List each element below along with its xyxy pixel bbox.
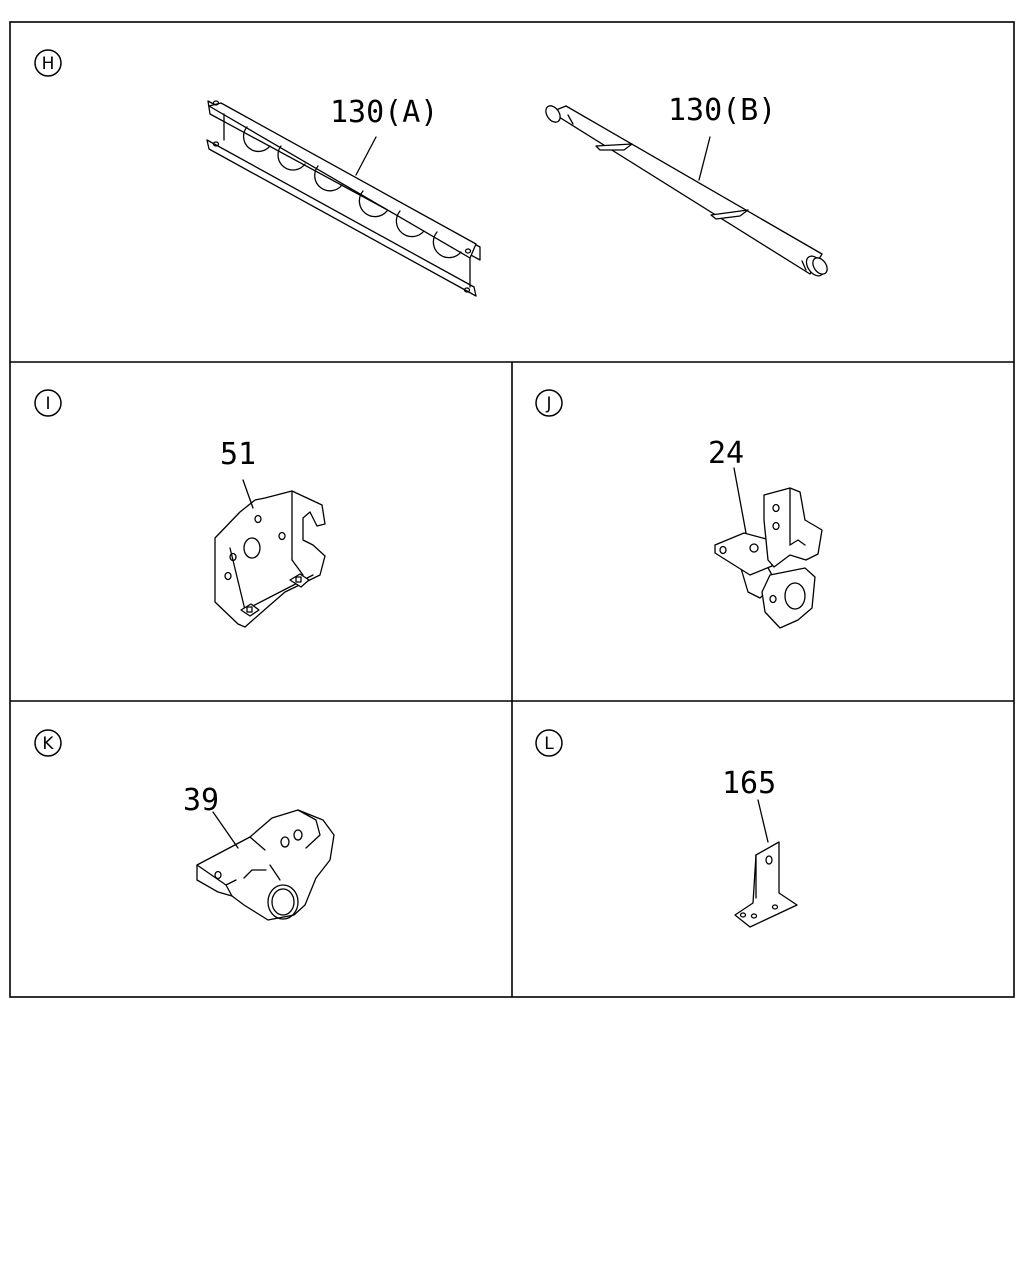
diagram-frame (9, 21, 1015, 998)
svg-text:I: I (45, 394, 50, 414)
svg-text:K: K (42, 734, 54, 754)
panel-i-marker: I (34, 389, 62, 417)
panel-k: K 39 (34, 729, 335, 921)
part-39-label: 39 (183, 783, 219, 818)
part-24-label: 24 (708, 436, 744, 471)
panel-k-marker: K (34, 729, 62, 757)
svg-text:J: J (545, 394, 551, 414)
panel-h: H 130(A) (34, 49, 828, 297)
part-130b-drawing (545, 105, 828, 277)
part-39-drawing (196, 809, 335, 921)
panel-h-marker: H (34, 49, 62, 77)
svg-text:H: H (42, 54, 55, 74)
panel-j: J 24 (535, 389, 823, 629)
part-165-drawing (734, 799, 798, 928)
part-165-label: 165 (722, 766, 776, 801)
part-130a-label: 130(A) (330, 95, 438, 130)
svg-text:L: L (544, 734, 554, 754)
part-24-drawing (714, 467, 823, 629)
part-130b-label: 130(B) (668, 93, 776, 128)
part-130a-drawing (206, 100, 481, 297)
part-51-label: 51 (220, 437, 256, 472)
panel-l: L 165 (535, 729, 798, 928)
part-51-drawing (214, 479, 326, 628)
panel-l-marker: L (535, 729, 563, 757)
panel-j-marker: J (535, 389, 563, 417)
panel-i: I 51 (34, 389, 326, 628)
